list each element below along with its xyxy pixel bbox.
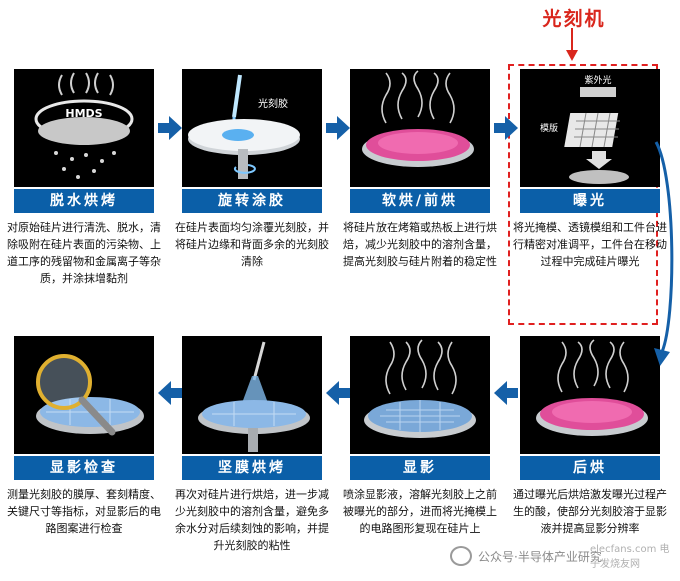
step-label: 软烘/前烘 <box>350 189 490 213</box>
step-label: 坚膜烘烤 <box>182 456 322 480</box>
step-description: 喷涂显影液，溶解光刻胶上之前被曝光的部分，进而将光掩模上的电路图形复现在硅片上 <box>343 488 497 535</box>
arrow-right-icon <box>494 116 518 140</box>
step-description: 将硅片放在烤箱或热板上进行烘焙，减少光刻胶中的溶剂含量，提高光刻胶与硅片附着的稳… <box>343 221 497 268</box>
svg-text:HMDS: HMDS <box>65 107 102 120</box>
arrow-left-icon <box>494 381 518 405</box>
post-exposure-bake-image <box>520 336 660 454</box>
step-label: 曝光 <box>520 189 660 213</box>
soft-bake-image <box>350 69 490 187</box>
watermark-text: 公众号·半导体产业研究 <box>478 550 602 564</box>
step-label: 后烘 <box>520 456 660 480</box>
lithography-machine-callout: 光刻机 <box>542 8 606 30</box>
arrow-left-icon <box>158 381 182 405</box>
spin-coating-image: 光刻胶 <box>182 69 322 187</box>
arrow-left-icon <box>326 381 350 405</box>
step-label: 脱水烘烤 <box>14 189 154 213</box>
step-description: 通过曝光后烘焙激发曝光过程产生的酸，使部分光刻胶溶于显影液并提高显影分辨率 <box>513 488 667 535</box>
step-label: 显影检查 <box>14 456 154 480</box>
watermark-site: elecfans.com 电子发烧友网 <box>590 544 670 570</box>
svg-text:模版: 模版 <box>540 122 558 134</box>
dehydration-bake-image: HMDS <box>14 69 154 187</box>
step-description: 对原始硅片进行清洗、脱水，清除吸附在硅片表面的污染物、上道工序的残留物和金属离子… <box>7 221 161 285</box>
step-label: 旋转涂胶 <box>182 189 322 213</box>
step-description: 测量光刻胶的膜厚、套刻精度、关键尺寸等指标，对显影后的电路图案进行检查 <box>7 488 161 535</box>
exposure-image: 紫外光 模版 <box>520 69 660 187</box>
curved-arrow-icon <box>654 141 674 366</box>
inspection-image <box>14 336 154 454</box>
step-description: 再次对硅片进行烘焙，进一步减少光刻胶中的溶剂含量，避免多余水分对后续刻蚀的影响，… <box>175 488 329 552</box>
hard-bake-image <box>182 336 322 454</box>
arrow-right-icon <box>326 116 350 140</box>
arrow-right-icon <box>158 116 182 140</box>
step-description: 在硅片表面均匀涂覆光刻胶，并将硅片边缘和背面多余的光刻胶清除 <box>175 221 329 268</box>
wechat-icon <box>450 546 472 566</box>
development-image <box>350 336 490 454</box>
watermark: 公众号·半导体产业研究 elecfans.com 电子发烧友网 <box>450 540 675 576</box>
step-description: 将光掩模、透镜模组和工件台进行精密对准调平，工件台在移动过程中完成硅片曝光 <box>513 221 667 268</box>
step-label: 显影 <box>350 456 490 480</box>
callout-arrow-icon <box>566 28 578 61</box>
svg-text:紫外光: 紫外光 <box>584 74 611 86</box>
svg-text:光刻胶: 光刻胶 <box>258 97 288 110</box>
